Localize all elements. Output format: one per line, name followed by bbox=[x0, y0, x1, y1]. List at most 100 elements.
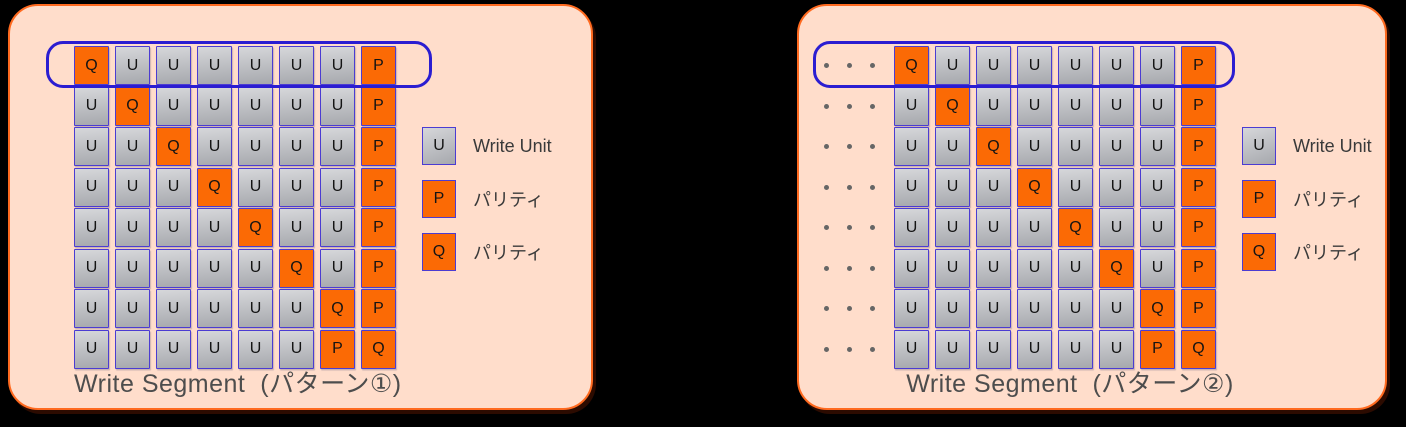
cell-u: U bbox=[935, 208, 970, 247]
cell-u: U bbox=[1099, 289, 1134, 328]
legend-p-swatch: P bbox=[422, 180, 456, 218]
cell-q: Q bbox=[894, 46, 929, 85]
cell-u: U bbox=[976, 208, 1011, 247]
dot bbox=[870, 63, 875, 68]
cell-u: U bbox=[115, 248, 150, 288]
cell-u: U bbox=[197, 289, 232, 328]
cell-u: U bbox=[894, 86, 929, 126]
legend-item-p: P パリティ bbox=[422, 180, 552, 218]
cell-u: U bbox=[115, 127, 150, 166]
legend-p-swatch: P bbox=[1242, 180, 1276, 218]
cell-u: U bbox=[1058, 46, 1093, 85]
cell-q: Q bbox=[361, 329, 396, 369]
cell-u: U bbox=[1058, 248, 1093, 288]
cell-u: U bbox=[197, 208, 232, 247]
cell-u: U bbox=[279, 46, 314, 85]
cell-u: U bbox=[74, 289, 109, 328]
legend-label: パリティ bbox=[473, 243, 544, 263]
cell-u: U bbox=[156, 208, 191, 247]
cell-u: U bbox=[115, 289, 150, 328]
ellipsis-dots bbox=[815, 168, 882, 207]
cell-u: U bbox=[1099, 329, 1134, 369]
cell-q: Q bbox=[935, 86, 970, 126]
cell-u: U bbox=[1099, 208, 1134, 247]
cell-u: U bbox=[74, 248, 109, 288]
dot bbox=[870, 225, 875, 230]
cell-q: Q bbox=[1017, 167, 1052, 207]
cell-u: U bbox=[1140, 86, 1175, 126]
cell-u: U bbox=[279, 208, 314, 247]
dot bbox=[824, 225, 829, 230]
cell-u: U bbox=[156, 289, 191, 328]
cell-u: U bbox=[156, 86, 191, 126]
legend-label: パリティ bbox=[1293, 243, 1364, 263]
ellipsis-dots bbox=[815, 46, 882, 85]
cell-u: U bbox=[894, 208, 929, 247]
cell-u: U bbox=[279, 127, 314, 166]
cell-u: U bbox=[1140, 248, 1175, 288]
cell-q: Q bbox=[279, 248, 314, 288]
cell-u: U bbox=[115, 167, 150, 207]
panel-caption: Write Segment (パターン①) bbox=[74, 370, 402, 398]
cell-u: U bbox=[935, 248, 970, 288]
cell-u: U bbox=[976, 248, 1011, 288]
legend-u-swatch: U bbox=[1242, 127, 1276, 165]
cell-q: Q bbox=[1140, 289, 1175, 328]
cell-u: U bbox=[976, 329, 1011, 369]
cell-u: U bbox=[238, 289, 273, 328]
dot bbox=[847, 346, 852, 352]
cell-u: U bbox=[279, 289, 314, 328]
cell-p: P bbox=[1181, 289, 1216, 328]
dot bbox=[847, 184, 852, 190]
legend-label: パリティ bbox=[473, 190, 544, 210]
cell-p: P bbox=[1181, 127, 1216, 166]
cell-q: Q bbox=[115, 86, 150, 126]
cell-u: U bbox=[320, 46, 355, 85]
cell-u: U bbox=[238, 86, 273, 126]
cell-u: U bbox=[1017, 46, 1052, 85]
cell-u: U bbox=[115, 208, 150, 247]
dot bbox=[847, 225, 852, 230]
cell-u: U bbox=[935, 167, 970, 207]
cell-u: U bbox=[1140, 46, 1175, 85]
cell-u: U bbox=[976, 86, 1011, 126]
cell-u: U bbox=[1017, 86, 1052, 126]
cell-u: U bbox=[156, 46, 191, 85]
cell-p: P bbox=[1181, 167, 1216, 207]
cell-u: U bbox=[197, 248, 232, 288]
legend-q-swatch: Q bbox=[422, 233, 456, 271]
cell-u: U bbox=[1017, 329, 1052, 369]
cell-p: P bbox=[1140, 329, 1175, 369]
cell-u: U bbox=[74, 208, 109, 247]
cell-u: U bbox=[1058, 127, 1093, 166]
cell-q: Q bbox=[1058, 208, 1093, 247]
cell-p: P bbox=[1181, 248, 1216, 288]
cell-u: U bbox=[894, 289, 929, 328]
cell-p: P bbox=[320, 329, 355, 369]
cell-q: Q bbox=[74, 46, 109, 85]
cell-u: U bbox=[156, 248, 191, 288]
cell-q: Q bbox=[197, 167, 232, 207]
cell-q: Q bbox=[156, 127, 191, 166]
legend-label: Write Unit bbox=[473, 135, 552, 156]
dot bbox=[870, 184, 875, 190]
cell-u: U bbox=[279, 86, 314, 126]
dot bbox=[847, 63, 852, 68]
dot bbox=[824, 346, 829, 352]
ellipsis-dots bbox=[815, 330, 882, 369]
cell-u: U bbox=[1058, 329, 1093, 369]
cell-u: U bbox=[238, 167, 273, 207]
cell-u: U bbox=[1140, 127, 1175, 166]
